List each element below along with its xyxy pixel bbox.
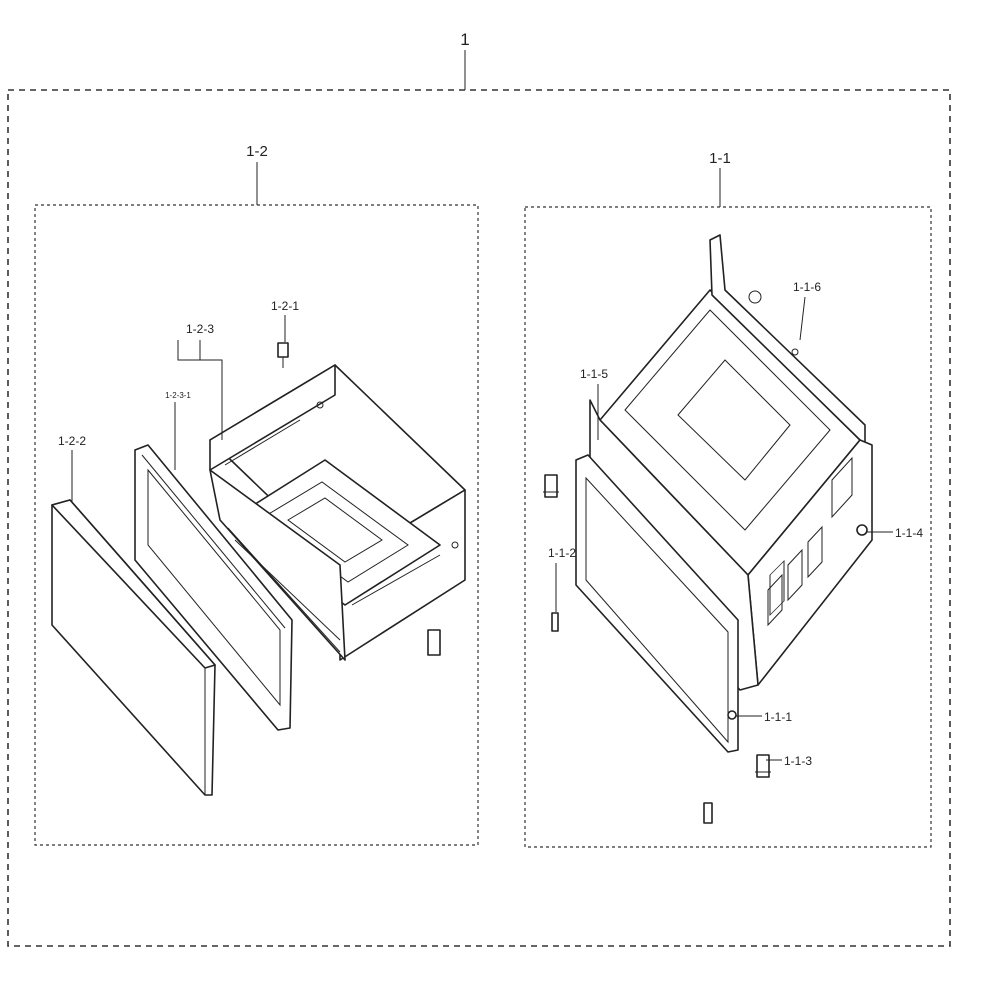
cabinet-part-4-label: 1-1-4 (895, 526, 923, 540)
cabinet-foot-bottom-body (756, 754, 770, 778)
drawer-frame (134, 444, 293, 731)
drawer-slot-2 (351, 554, 441, 606)
drawer-frame-edge (141, 454, 286, 629)
drawer-tray-floor-inner (287, 497, 383, 563)
cabinet-assembly-label: 1-1 (709, 150, 731, 167)
cabinet-part-1-label: 1-1-1 (764, 710, 792, 724)
cabinet-top-window (677, 359, 791, 481)
drawer-hole-1 (316, 401, 324, 409)
cabinet-vent-1 (769, 560, 785, 617)
cabinet-vent-a (767, 573, 783, 627)
cabinet-body (575, 234, 873, 753)
drawer-hole-2 (451, 541, 459, 549)
cabinet-vent-c (807, 525, 823, 579)
drawer-tray-left-wall (209, 364, 336, 471)
cabinet-clip-bottom-body (703, 802, 713, 824)
cabinet-foot-left (543, 474, 559, 498)
drawer-assembly-group: 1-2 (34, 143, 479, 846)
cabinet-side-fastener (856, 524, 868, 536)
drawer-front-panel-top (51, 499, 216, 669)
drawer-frame-sub-label: 1-2-3-1 (165, 391, 191, 400)
cabinet-front-trim (575, 454, 739, 753)
assembly-boundary (7, 89, 951, 947)
cabinet-clip-bottom (703, 802, 713, 824)
cabinet-screw-left (551, 612, 559, 632)
drawer-assembly-label: 1-2 (246, 143, 268, 160)
drawer-screw (277, 342, 289, 368)
drawer-assembly-boundary (34, 204, 479, 846)
drawer-clip-body (427, 629, 441, 656)
cabinet-foot-left-body (544, 474, 558, 498)
cabinet-assembly-boundary (524, 206, 932, 848)
drawer-clip (427, 629, 441, 656)
cabinet-bracket-hole-2 (791, 348, 799, 356)
drawer-slot-1 (224, 419, 301, 466)
drawer-screw-head (277, 342, 289, 358)
drawer-front-panel-label: 1-2-2 (58, 434, 86, 448)
drawer-frame-label: 1-2-3 (186, 322, 214, 336)
cabinet-grommet (727, 710, 737, 720)
cabinet-part-6-leader (799, 296, 806, 341)
cabinet-bracket-hole (748, 290, 762, 304)
cabinet-vent-d (831, 456, 853, 519)
drawer-frame-outer (134, 444, 293, 731)
cabinet-part-6-label: 1-1-6 (793, 280, 821, 294)
cabinet-top-frame (624, 309, 831, 531)
cabinet-foot-bottom (755, 754, 771, 778)
drawer-screw-label: 1-2-1 (271, 299, 299, 313)
assembly-label: 1 (460, 30, 469, 49)
drawer-frame-opening (147, 468, 281, 707)
cabinet-part-5-label: 1-1-5 (580, 367, 608, 381)
drawer-tray-rail-2 (234, 539, 341, 641)
cabinet-vent-b (787, 548, 803, 602)
drawer-tray (209, 364, 466, 661)
drawer-tray-rail (227, 527, 341, 653)
cabinet-front-trim-opening (585, 476, 729, 744)
cabinet-rear-bracket (709, 234, 866, 446)
assembly-group: 1 (7, 30, 951, 947)
cabinet-screw-left-body (551, 612, 559, 632)
cabinet-part-2-label: 1-1-2 (548, 546, 576, 560)
cabinet-assembly-group: 1-1 (524, 150, 932, 848)
drawer-front-panel (51, 499, 216, 796)
cabinet-part-3-label: 1-1-3 (784, 754, 812, 768)
